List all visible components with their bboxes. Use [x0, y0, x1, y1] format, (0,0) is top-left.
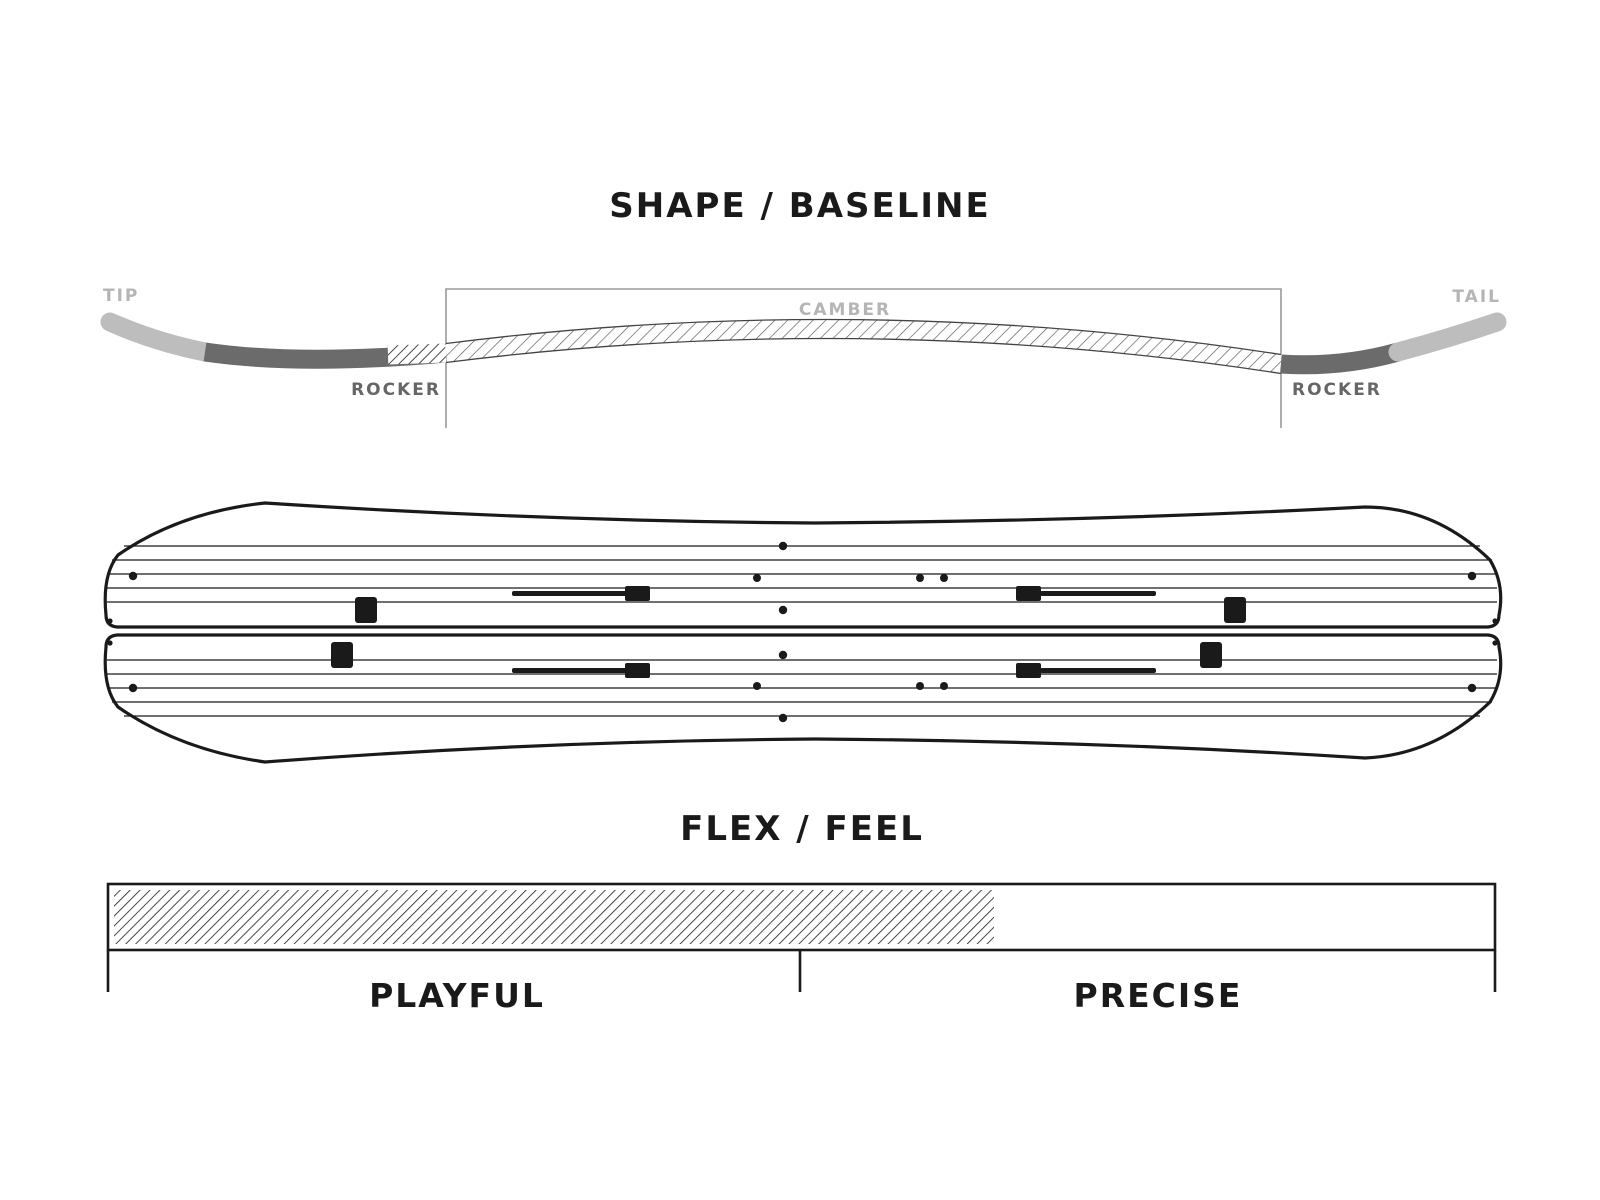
split-clips [331, 597, 1246, 668]
camber-segment [444, 319, 1283, 374]
rocker-right-label: ROCKER [1292, 380, 1382, 400]
flex-scale-ticks [106, 950, 1497, 992]
tail-label: TAIL [1452, 287, 1501, 307]
tip-light-segment [100, 312, 215, 362]
rocker-right-segment [1280, 342, 1401, 375]
camber-outline-top [445, 318, 1282, 356]
tail-light-segment [1388, 312, 1507, 362]
splitboard-top-view [103, 501, 1503, 764]
shape-baseline-title: SHAPE / BASELINE [609, 186, 990, 226]
rocker-left-hatch [387, 343, 447, 365]
tip-label: TIP [103, 286, 139, 306]
flex-precise-label: PRECISE [1074, 976, 1243, 1015]
binding-tracks [512, 586, 1156, 678]
base-stripes-lower [107, 659, 1497, 717]
camber-label: CAMBER [799, 300, 891, 320]
base-stripes-upper [107, 545, 1497, 603]
flex-feel-title: FLEX / FEEL [680, 809, 924, 849]
board-upper-half [103, 501, 1503, 629]
flex-playful-label: PLAYFUL [369, 976, 545, 1015]
rocker-left-label: ROCKER [351, 380, 441, 400]
flex-meter [106, 882, 1497, 992]
flex-meter-fill [114, 890, 994, 944]
insert-holes [107, 541, 1498, 723]
board-lower-half [103, 633, 1503, 764]
baseline-profile [100, 288, 1507, 428]
camber-outline-bottom [445, 337, 1282, 375]
